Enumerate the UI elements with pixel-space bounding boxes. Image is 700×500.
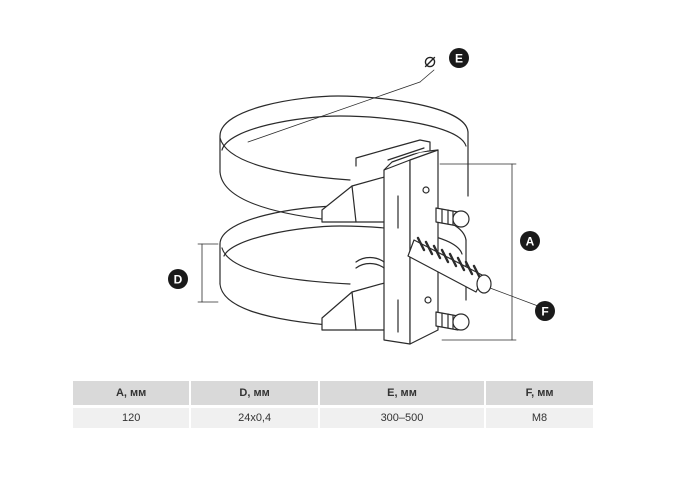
table-header-e: E, мм xyxy=(319,381,485,405)
diameter-symbol: ⌀ xyxy=(424,48,436,72)
table-header-d: D, мм xyxy=(191,381,318,405)
callout-f-label: F xyxy=(541,305,548,319)
table-header-row: A, мм D, мм E, мм F, мм xyxy=(73,381,593,405)
table-header-f: F, мм xyxy=(486,381,593,405)
table-header-a: A, мм xyxy=(73,381,190,405)
callout-d: D xyxy=(168,269,188,289)
callout-e-label: E xyxy=(455,52,463,66)
lower-small-bolt xyxy=(435,311,470,331)
callout-e: ⌀ E xyxy=(424,48,469,72)
threaded-stud xyxy=(407,236,492,294)
table-cell-a: 120 xyxy=(73,408,190,428)
dimension-f-leader xyxy=(489,287,539,307)
callout-a-label: A xyxy=(526,235,535,249)
dimension-d-lines xyxy=(197,243,219,303)
clamp-diagram: ⌀ E A D F xyxy=(168,48,555,345)
dimension-a-lines xyxy=(439,163,517,341)
callout-f: F xyxy=(535,301,555,321)
lower-wedge-bracket xyxy=(321,281,391,331)
callout-a: A xyxy=(520,231,540,251)
table-cell-e: 300–500 xyxy=(319,408,485,428)
table-row: 120 24x0,4 300–500 M8 xyxy=(73,408,593,428)
table-cell-f: M8 xyxy=(486,408,593,428)
dimension-e-leader xyxy=(247,69,435,143)
callout-d-label: D xyxy=(174,273,183,287)
spec-table: A, мм D, мм E, мм F, мм 120 24x0,4 300–5… xyxy=(71,378,595,431)
upper-wedge-bracket xyxy=(321,175,391,223)
table-cell-d: 24x0,4 xyxy=(191,408,318,428)
upper-small-bolt xyxy=(435,207,470,228)
